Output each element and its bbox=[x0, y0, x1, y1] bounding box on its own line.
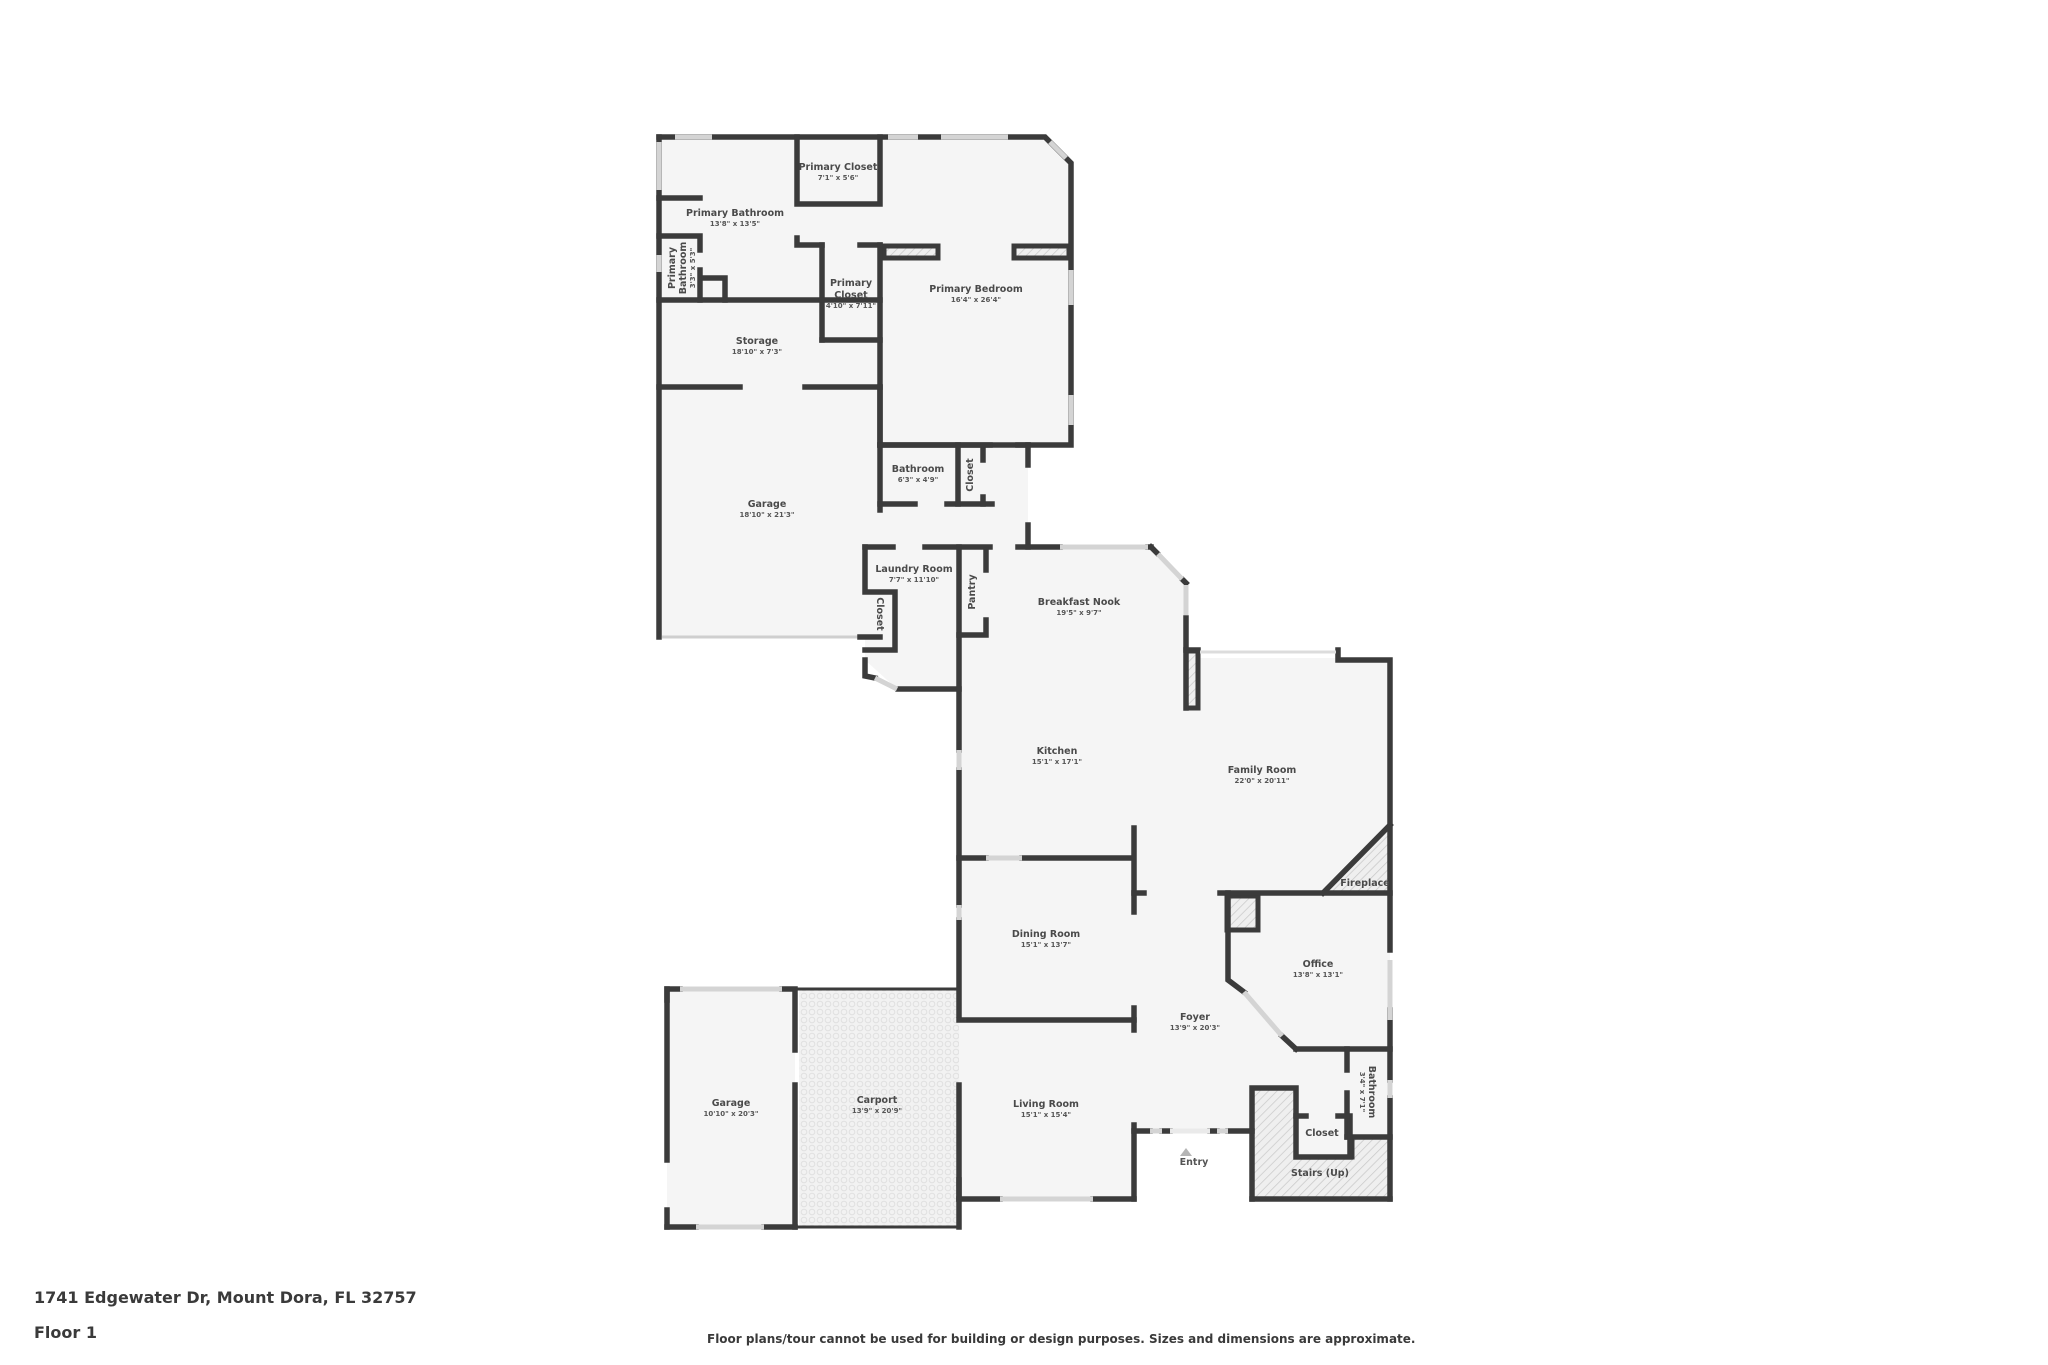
room-kitchen[interactable]: Kitchen 15'1" x 17'1" bbox=[1032, 746, 1082, 766]
entry-label: Entry bbox=[1180, 1157, 1209, 1168]
room-name: Garage bbox=[748, 499, 787, 510]
room-primary-bathroom[interactable]: Primary Bathroom 13'8" x 13'5" bbox=[686, 208, 784, 228]
room-storage[interactable]: Storage 18'10" x 7'3" bbox=[732, 336, 782, 356]
room-garage-main[interactable]: Garage 18'10" x 21'3" bbox=[739, 499, 794, 519]
room-dims: 13'9" x 20'3" bbox=[1170, 1024, 1220, 1032]
room-name: Bathroom bbox=[892, 464, 945, 475]
floor-fills bbox=[659, 137, 1390, 1227]
room-name: Breakfast Nook bbox=[1038, 597, 1121, 608]
room-primary-closet-mid[interactable]: Primary Closet 4'10" x 7'11" bbox=[826, 278, 876, 310]
property-address: 1741 Edgewater Dr, Mount Dora, FL 32757 bbox=[34, 1288, 417, 1307]
walls bbox=[656, 134, 1394, 1230]
room-breakfast-nook[interactable]: Breakfast Nook 19'5" x 9'7" bbox=[1038, 597, 1121, 617]
room-dims: 13'9" x 20'9" bbox=[852, 1107, 902, 1115]
room-dims: 10'10" x 20'3" bbox=[703, 1110, 758, 1118]
room-dims: 15'1" x 15'4" bbox=[1021, 1111, 1071, 1119]
room-name: Primary Bathroom bbox=[686, 208, 784, 219]
bedroom-column-left bbox=[881, 243, 941, 261]
room-name: Fireplace bbox=[1340, 878, 1389, 889]
room-name: Storage bbox=[736, 336, 778, 347]
office-column bbox=[1224, 893, 1261, 933]
bedroom-column-right bbox=[1011, 243, 1072, 261]
room-laundry[interactable]: Laundry Room 7'7" x 11'10" bbox=[875, 564, 952, 584]
entry-arrow-icon bbox=[1180, 1148, 1192, 1156]
room-stairs[interactable]: Stairs (Up) bbox=[1291, 1168, 1349, 1179]
room-dims: 7'7" x 11'10" bbox=[889, 576, 939, 584]
room-name: Primary Bedroom bbox=[929, 284, 1023, 295]
room-closet-laundry[interactable]: Closet bbox=[874, 597, 885, 631]
room-name-line2: Closet bbox=[834, 290, 868, 301]
room-living[interactable]: Living Room 15'1" x 15'4" bbox=[1013, 1099, 1079, 1119]
room-name: Foyer bbox=[1180, 1012, 1210, 1023]
room-dims: 3'3" x 5'3" bbox=[689, 248, 697, 288]
room-dining[interactable]: Dining Room 15'1" x 13'7" bbox=[1012, 929, 1080, 949]
room-office[interactable]: Office 13'8" x 13'1" bbox=[1293, 959, 1343, 979]
entry-text: Entry bbox=[1180, 1157, 1209, 1168]
room-name: Bathroom bbox=[1366, 1066, 1377, 1119]
room-name: Garage bbox=[712, 1098, 751, 1109]
room-garage-small[interactable]: Garage 10'10" x 20'3" bbox=[703, 1098, 758, 1118]
room-dims: 13'8" x 13'5" bbox=[710, 220, 760, 228]
room-dims: 7'1" x 5'6" bbox=[818, 174, 858, 182]
room-name: Family Room bbox=[1228, 765, 1297, 776]
disclaimer: Floor plans/tour cannot be used for buil… bbox=[707, 1332, 1416, 1346]
room-fireplace[interactable]: Fireplace bbox=[1340, 878, 1389, 889]
room-dims: 19'5" x 9'7" bbox=[1056, 609, 1101, 617]
room-bathroom-foyer[interactable]: Bathroom 3'4" x 7'1" bbox=[1358, 1066, 1377, 1119]
room-foyer[interactable]: Foyer 13'9" x 20'3" bbox=[1170, 1012, 1220, 1032]
room-name: Dining Room bbox=[1012, 929, 1080, 940]
room-dims: 15'1" x 17'1" bbox=[1032, 758, 1082, 766]
room-dims: 3'4" x 7'1" bbox=[1358, 1072, 1366, 1112]
room-dims: 16'4" x 26'4" bbox=[951, 296, 1001, 304]
room-primary-bathroom-small[interactable]: Primary Bathroom 3'3" x 5'3" bbox=[667, 242, 697, 295]
room-name: Kitchen bbox=[1037, 746, 1078, 757]
room-dims: 22'0" x 20'11" bbox=[1234, 777, 1289, 785]
room-name: Laundry Room bbox=[875, 564, 952, 575]
room-dims: 18'10" x 21'3" bbox=[739, 511, 794, 519]
room-primary-bedroom[interactable]: Primary Bedroom 16'4" x 26'4" bbox=[929, 284, 1023, 304]
room-pantry[interactable]: Pantry bbox=[967, 574, 978, 610]
room-name: Pantry bbox=[967, 574, 978, 610]
room-dims: 18'10" x 7'3" bbox=[732, 348, 782, 356]
room-dims: 6'3" x 4'9" bbox=[898, 476, 938, 484]
room-name: Closet bbox=[874, 597, 885, 631]
windows bbox=[656, 134, 1393, 1230]
carport-surface bbox=[799, 989, 959, 1227]
room-dims: 13'8" x 13'1" bbox=[1293, 971, 1343, 979]
room-name: Carport bbox=[857, 1095, 898, 1106]
room-name: Living Room bbox=[1013, 1099, 1079, 1110]
room-name-line1: Primary bbox=[667, 246, 678, 289]
room-name: Closet bbox=[1305, 1128, 1339, 1139]
room-primary-closet-top[interactable]: Primary Closet 7'1" x 5'6" bbox=[799, 162, 878, 182]
room-bathroom-hall[interactable]: Bathroom 6'3" x 4'9" bbox=[892, 464, 945, 484]
room-family-room[interactable]: Family Room 22'0" x 20'11" bbox=[1228, 765, 1297, 785]
room-name: Stairs (Up) bbox=[1291, 1168, 1349, 1179]
room-name-line1: Primary bbox=[830, 278, 873, 289]
room-name: Closet bbox=[965, 458, 976, 492]
floor-label: Floor 1 bbox=[34, 1323, 97, 1342]
room-name: Primary Closet bbox=[799, 162, 878, 173]
room-dims: 4'10" x 7'11" bbox=[826, 302, 876, 310]
room-carport[interactable]: Carport 13'9" x 20'9" bbox=[852, 1095, 902, 1115]
room-closet-foyer[interactable]: Closet bbox=[1305, 1128, 1339, 1139]
room-labels: Primary Closet 7'1" x 5'6" Primary Bathr… bbox=[667, 162, 1390, 1179]
room-closet-hall[interactable]: Closet bbox=[965, 458, 976, 492]
room-name-line2: Bathroom bbox=[678, 242, 689, 295]
room-dims: 15'1" x 13'7" bbox=[1021, 941, 1071, 949]
room-name: Office bbox=[1303, 959, 1334, 970]
